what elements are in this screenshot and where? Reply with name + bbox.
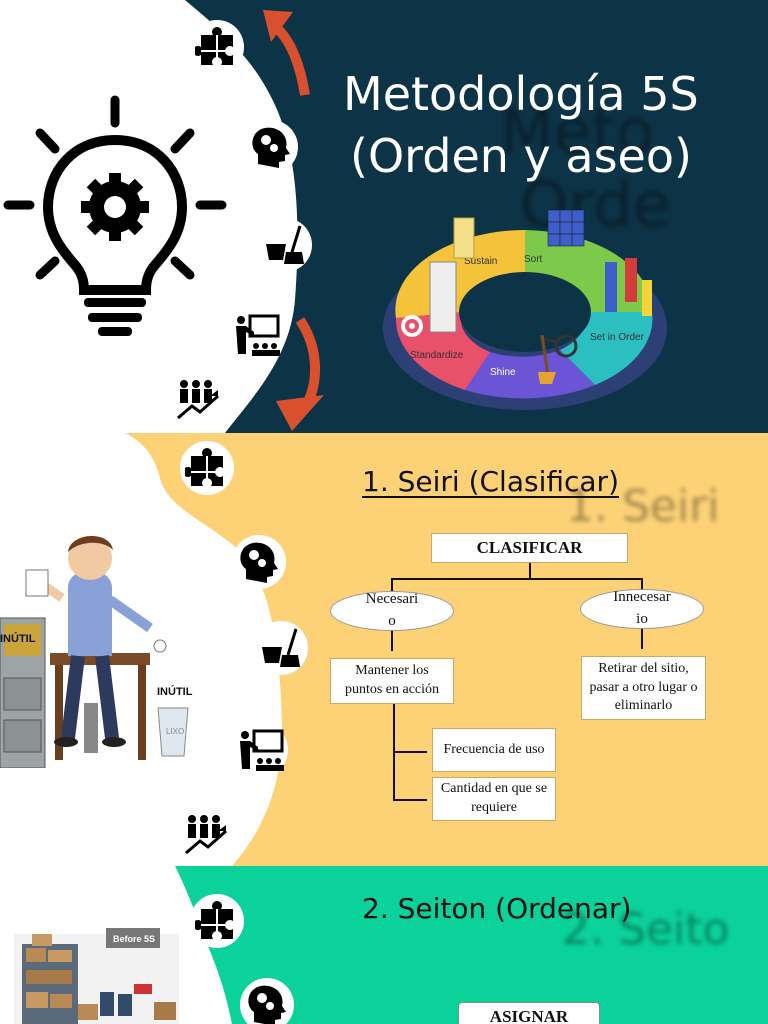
cycle-label-sort: Sort <box>524 254 543 265</box>
bucket-broom-icon <box>258 218 312 272</box>
arrow-up-icon <box>263 10 310 96</box>
necesario-oval: Necesari o <box>330 591 454 631</box>
puzzle-icon <box>190 20 244 74</box>
cycle-label-shine: Shine <box>490 367 516 378</box>
target-icon <box>401 315 423 337</box>
head-gears-icon <box>232 535 286 589</box>
seiri-title: 1. Seiri (Clasificar) <box>362 465 619 498</box>
hero-ghost-line1: Meto <box>500 95 654 168</box>
hero-section: Meto Orde Metodología 5S (Orden y aseo) … <box>0 0 768 433</box>
connector <box>391 578 642 580</box>
seiton-title: 2. Seiton (Ordenar) <box>362 892 632 925</box>
seiri-section: LIXO INÚTIL INÚTIL 1. Seiri 1. Seiri (Cl… <box>0 433 768 866</box>
presentation-icon <box>234 723 288 777</box>
puzzle-icon <box>190 894 244 948</box>
connector <box>641 629 643 649</box>
bar-blocks-icon <box>605 258 652 316</box>
connector <box>391 631 393 651</box>
cantidad-box: Cantidad en que se requiere <box>432 777 556 821</box>
seiton-section: Before 5S 2. Seito 2. Seiton (Ordenar) A… <box>0 866 768 1024</box>
seiri-ghost-title: 1. Seiri <box>566 481 720 532</box>
worker-desk-illustration: LIXO <box>0 535 189 768</box>
frecuencia-box: Frecuencia de uso <box>432 728 556 772</box>
arrow-down-icon <box>276 317 324 431</box>
head-gears-icon <box>240 978 294 1024</box>
clasificar-box: CLASIFICAR <box>431 533 628 563</box>
hero-ghost-line2: Orde <box>520 168 671 241</box>
seiton-ghost-title: 2. Seito <box>562 904 730 955</box>
retirar-box: Retirar del sitio, pasar a otro lugar o … <box>581 656 706 720</box>
connector <box>391 578 393 593</box>
inutil-label-bin: INÚTIL <box>157 686 193 698</box>
cycle-label-sustain: Sustain <box>464 256 497 267</box>
lightbulb-gear-icon <box>3 95 227 336</box>
connector <box>641 578 643 593</box>
5s-cycle-diagram: Sustain Sort Set in Order Shine Standard… <box>383 209 667 410</box>
cycle-label-standardize: Standardize <box>410 350 464 361</box>
magnifier-broom-icon <box>538 334 578 384</box>
cycle-label-set-in-order: Set in Order <box>590 332 645 343</box>
before-5s-photo: Before 5S <box>14 928 179 1024</box>
asignar-box: ASIGNAR <box>458 1002 600 1024</box>
inutil-label-left: INÚTIL <box>0 633 36 645</box>
bin-label: LIXO <box>166 727 184 736</box>
innecesario-oval: Innecesar io <box>580 589 704 629</box>
chart-board-icon <box>429 217 475 333</box>
bucket-broom-icon <box>254 621 308 675</box>
presentation-icon <box>230 308 284 362</box>
hero-title-line1: Metodología 5S <box>343 67 699 121</box>
connector <box>393 751 427 753</box>
cubes-icon <box>547 209 585 247</box>
connector <box>529 563 531 579</box>
head-gears-icon <box>244 120 298 174</box>
puzzle-icon <box>180 441 234 495</box>
seiri-white-wave <box>0 433 283 866</box>
hero-white-wave <box>0 0 298 433</box>
team-growth-icon <box>180 807 234 861</box>
connector <box>393 799 427 801</box>
hero-title-line2: (Orden y aseo) <box>350 129 692 183</box>
team-growth-icon <box>172 372 226 426</box>
mantener-box: Mantener los puntos en acción <box>330 658 454 704</box>
before-5s-label: Before 5S <box>113 934 155 944</box>
